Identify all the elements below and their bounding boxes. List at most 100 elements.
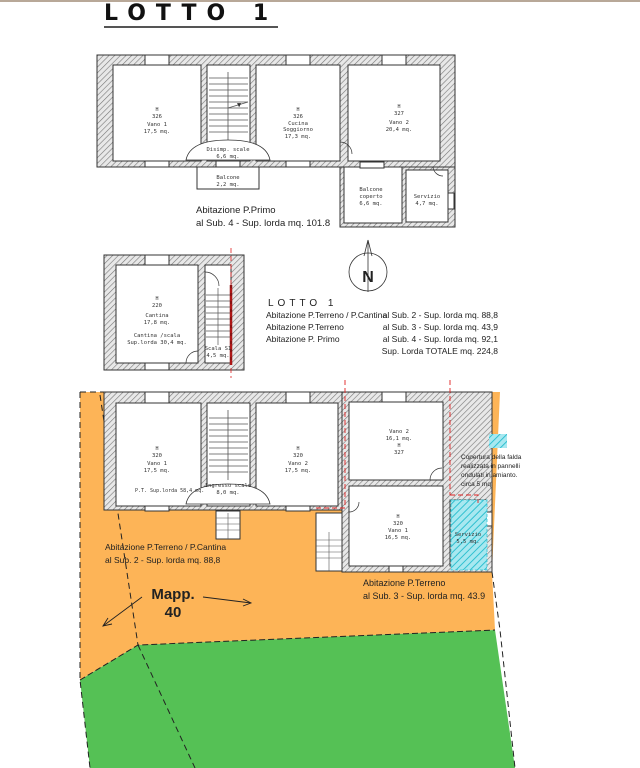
svg-text:Vano 1: Vano 1 bbox=[388, 528, 408, 534]
svg-text:5,5 mq.: 5,5 mq. bbox=[456, 539, 479, 545]
room-gf-east-vano1: H 320 Vano 1 16,5 mq. bbox=[385, 514, 412, 541]
svg-text:H: H bbox=[296, 107, 299, 113]
svg-text:17,5 mq.: 17,5 mq. bbox=[144, 468, 171, 474]
svg-text:Sup.lorda 30,4 mq.: Sup.lorda 30,4 mq. bbox=[127, 340, 187, 346]
svg-text:LOTTO 1: LOTTO 1 bbox=[268, 298, 338, 309]
svg-text:Balcone: Balcone bbox=[216, 175, 239, 181]
mapp-label: Mapp. 40 bbox=[151, 586, 194, 621]
svg-text:40: 40 bbox=[165, 604, 182, 621]
svg-text:H: H bbox=[155, 107, 158, 113]
gf-caption-sub3-2: al Sub. 3 - Sup. lorda mq. 43.9 bbox=[363, 591, 485, 601]
svg-text:Balcone: Balcone bbox=[359, 187, 382, 193]
svg-text:Vano 1: Vano 1 bbox=[147, 461, 167, 467]
svg-text:Disimp. scale: Disimp. scale bbox=[206, 147, 249, 153]
svg-text:N: N bbox=[362, 269, 374, 286]
svg-text:320: 320 bbox=[152, 453, 162, 459]
room-scala-s1: Scala S1 4,5 mq. bbox=[205, 346, 232, 359]
svg-text:realizzata in pannelli: realizzata in pannelli bbox=[461, 463, 520, 470]
room-ff-servizio: Servizio 4,7 mq. bbox=[414, 194, 441, 207]
parcel-boundary-right bbox=[491, 571, 516, 768]
svg-text:326: 326 bbox=[293, 114, 303, 120]
room-cantina: H 220 Cantina 17,8 mq. Cantina /scala Su… bbox=[127, 296, 187, 346]
svg-text:16,1 mq.: 16,1 mq. bbox=[386, 436, 413, 442]
parcel-green bbox=[80, 630, 515, 768]
svg-text:Cantina /scala: Cantina /scala bbox=[134, 333, 180, 339]
svg-text:H: H bbox=[397, 104, 400, 110]
svg-text:17,3 mq.: 17,3 mq. bbox=[285, 134, 312, 140]
svg-text:al Sub. 2 - Sup. lorda mq.: al Sub. 2 - Sup. lorda mq. 88,8 bbox=[383, 310, 499, 320]
ff-caption-2: al Sub. 4 - Sup. lorda mq. 101.8 bbox=[196, 218, 330, 229]
svg-text:Cantina: Cantina bbox=[145, 313, 168, 319]
svg-text:Sup. Lorda TOTALE mq. 224,8: Sup. Lorda TOTALE mq. 224,8 bbox=[382, 346, 499, 356]
svg-text:17,5 mq.: 17,5 mq. bbox=[144, 129, 171, 135]
svg-text:H: H bbox=[397, 443, 400, 449]
svg-text:Abitazione P.Terreno / P.Canti: Abitazione P.Terreno / P.Cantina bbox=[266, 310, 387, 320]
svg-text:8,0 mq.: 8,0 mq. bbox=[216, 490, 239, 496]
room-ff-vano2: H 327 Vano 2 20,4 mq. bbox=[386, 104, 413, 133]
svg-text:Servizio: Servizio bbox=[414, 194, 441, 200]
parcel-diagonal-2 bbox=[137, 644, 196, 768]
room-gf-east-vano2: Vano 2 16,1 mq. H 327 bbox=[386, 429, 413, 456]
svg-text:H: H bbox=[396, 514, 399, 520]
svg-text:Abitazione P.Terreno: Abitazione P.Terreno bbox=[266, 322, 344, 332]
svg-text:320: 320 bbox=[393, 521, 403, 527]
svg-text:▼: ▼ bbox=[237, 101, 242, 109]
mapp-arrows-icon bbox=[102, 596, 253, 627]
room-gf-ingresso: Ingresso scale 8,0 mq. bbox=[205, 483, 251, 496]
svg-text:16,5 mq.: 16,5 mq. bbox=[385, 535, 412, 541]
svg-text:327: 327 bbox=[394, 111, 404, 117]
svg-text:4,5 mq.: 4,5 mq. bbox=[206, 353, 229, 359]
room-ff-balcone: Balcone 2,2 mq. bbox=[216, 175, 239, 188]
page-title: LOTTO 1 bbox=[104, 1, 279, 28]
svg-text:al Sub. 3 - Sup. lorda mq.: al Sub. 3 - Sup. lorda mq. 43,9 bbox=[383, 322, 499, 332]
top-border bbox=[0, 0, 640, 2]
svg-text:17,5 mq.: 17,5 mq. bbox=[285, 468, 312, 474]
ff-caption-1: Abitazione P.Primo bbox=[196, 205, 276, 216]
svg-text:Ingresso scale: Ingresso scale bbox=[205, 483, 251, 489]
gf-caption-sub3-1: Abitazione P.Terreno bbox=[363, 578, 445, 588]
svg-text:4,7 mq.: 4,7 mq. bbox=[415, 201, 438, 207]
svg-text:H: H bbox=[155, 296, 158, 302]
svg-text:H: H bbox=[155, 446, 158, 452]
svg-text:17,8 mq.: 17,8 mq. bbox=[144, 320, 171, 326]
room-ff-cucina: H 326 Cucina Soggiorno 17,3 mq. bbox=[283, 107, 313, 140]
svg-text:220: 220 bbox=[152, 303, 162, 309]
svg-text:coperto: coperto bbox=[359, 194, 382, 200]
svg-text:6,6 mq.: 6,6 mq. bbox=[359, 201, 382, 207]
svg-text:al Sub. 4 - Sup. lorda mq.: al Sub. 4 - Sup. lorda mq. 92,1 bbox=[383, 334, 499, 344]
north-arrow-icon: N bbox=[348, 239, 388, 292]
svg-text:circa 5 mq.: circa 5 mq. bbox=[461, 481, 493, 488]
svg-text:ondulati in amianto.: ondulati in amianto. bbox=[461, 472, 518, 479]
svg-text:H: H bbox=[296, 446, 299, 452]
svg-text:6,6 mq.: 6,6 mq. bbox=[216, 154, 239, 160]
svg-text:Abitazione P. Primo: Abitazione P. Primo bbox=[266, 334, 340, 344]
first-floor-plan: ▼ bbox=[96, 54, 456, 228]
gf-caption-sub2-2: al Sub. 2 - Sup. lorda mq. 88,8 bbox=[105, 555, 221, 565]
gf-caption-sub2-1: Abitazione P.Terreno / P.Cantina bbox=[105, 542, 226, 552]
svg-text:320: 320 bbox=[293, 453, 303, 459]
svg-text:327: 327 bbox=[394, 450, 404, 456]
svg-text:20,4 mq.: 20,4 mq. bbox=[386, 127, 413, 133]
room-ff-balcone-coperto: Balcone coperto 6,6 mq. bbox=[359, 187, 382, 207]
svg-text:Servizio: Servizio bbox=[455, 532, 482, 538]
ground-floor-plan bbox=[103, 380, 507, 573]
cantina-plan bbox=[103, 248, 245, 378]
room-ff-vano1: H 326 Vano 1 17,5 mq. bbox=[144, 107, 171, 135]
room-gf-vano1: H 320 Vano 1 17,5 mq. bbox=[144, 446, 171, 474]
summary-table: LOTTO 1 Abitazione P.Terreno / P.Cantina… bbox=[266, 298, 498, 356]
parcel-boundary bbox=[79, 392, 91, 768]
svg-text:Scala S1: Scala S1 bbox=[205, 346, 232, 352]
svg-text:2,2 mq.: 2,2 mq. bbox=[216, 182, 239, 188]
room-ff-disimp: Disimp. scale 6,6 mq. bbox=[206, 147, 249, 160]
room-gf-servizio: Servizio 5,5 mq. bbox=[455, 532, 482, 545]
svg-text:Soggiorno: Soggiorno bbox=[283, 127, 313, 133]
svg-text:Vano 1: Vano 1 bbox=[147, 122, 167, 128]
svg-text:326: 326 bbox=[152, 114, 162, 120]
room-gf-vano2: H 320 Vano 2 17,5 mq. bbox=[285, 446, 312, 474]
svg-text:Copertura della falda: Copertura della falda bbox=[461, 454, 522, 461]
svg-text:Vano 2: Vano 2 bbox=[389, 120, 409, 126]
asbestos-note: Copertura della falda realizzata in pann… bbox=[461, 454, 522, 488]
svg-text:Cucina: Cucina bbox=[288, 121, 308, 127]
svg-text:Vano 2: Vano 2 bbox=[389, 429, 409, 435]
